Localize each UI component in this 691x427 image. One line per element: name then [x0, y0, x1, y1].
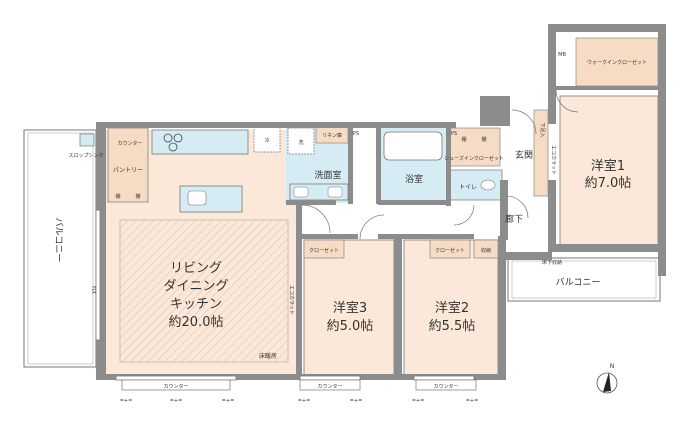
- western3-name: 洋室3: [333, 300, 367, 316]
- washer-space: [287, 127, 315, 155]
- window-mark-3: =+=: [222, 398, 235, 404]
- western3-size: 約5.0帖: [327, 319, 374, 334]
- counter-ldk: [121, 379, 231, 391]
- floor-heating-label: 床暖房: [259, 352, 277, 360]
- closet3: [303, 239, 345, 259]
- pantry-label: パントリー: [113, 167, 143, 174]
- bathtub: [383, 131, 443, 161]
- bath-label: 浴室: [405, 173, 423, 185]
- eco-carat-ldk: エコカラット: [288, 285, 294, 315]
- ldk-line1: リビング: [170, 261, 222, 276]
- counter-western3-label: カウンター: [317, 383, 342, 390]
- eco-carat-entrance: エコカラット: [550, 145, 556, 175]
- window-mark-4: =+=: [298, 398, 311, 404]
- window-mark-7: =+=: [466, 398, 479, 404]
- ldk-size: 約20.0帖: [169, 315, 224, 330]
- island-sink: [187, 190, 207, 206]
- shoe-closet-label: シューズインクローゼット: [444, 155, 504, 162]
- window-mark-6: =+=: [412, 398, 425, 404]
- counter-western2-label: カウンター: [433, 383, 458, 390]
- western1-size: 約7.0帖: [585, 176, 632, 191]
- compass-north: N: [610, 363, 615, 370]
- western3-floor: [303, 239, 395, 377]
- window-mark-1: =+=: [120, 398, 133, 404]
- compass-icon: N: [596, 363, 618, 394]
- shoe-closet: [449, 127, 501, 167]
- counter-pantry-label: カウンター: [117, 140, 142, 147]
- cooktop: [163, 133, 183, 152]
- walk-in-closet: [575, 37, 659, 87]
- ldk-line2: ダイニング: [163, 279, 228, 294]
- shoe-cabinet-1: 棚: [461, 136, 466, 143]
- ps-label-1: PS: [353, 131, 359, 137]
- counter-ldk-label: カウンター: [163, 383, 188, 390]
- doors: [301, 89, 579, 240]
- shoe-box-label: 下足入: [539, 122, 545, 137]
- western1-floor: [559, 95, 659, 247]
- western2-size: 約5.5帖: [429, 319, 476, 334]
- shoe-box: [533, 109, 549, 197]
- balcony-right-label: バルコニー: [556, 277, 601, 288]
- ldk-line3: キッチン: [170, 297, 222, 312]
- window-mark-2: =+=: [170, 398, 183, 404]
- closet3-label: クローゼット: [309, 247, 339, 254]
- counter-western2: [415, 379, 477, 391]
- balcony-left: [23, 129, 97, 368]
- fridge-label: 冷: [264, 137, 269, 144]
- closet2: [429, 239, 471, 259]
- ps-label-2: PS: [451, 131, 457, 137]
- storage-room-label: 収納: [481, 247, 491, 254]
- washer-label: 洗: [298, 139, 303, 146]
- walk-in-closet-label: ウォークインクローゼット: [587, 59, 647, 66]
- floor-heating-area: [119, 219, 289, 363]
- pantry-floor: [107, 127, 149, 203]
- slop-sink-label: スロップシンク: [68, 153, 103, 159]
- slop-sink: [79, 133, 95, 147]
- closet2-label: クローゼット: [435, 247, 465, 254]
- fix-label: FIX: [90, 286, 96, 294]
- pantry-cabinet-1: 棚: [115, 193, 120, 200]
- linen-label: リネン庫: [322, 132, 342, 139]
- toilet-label: トイレ: [459, 184, 477, 191]
- western1-name: 洋室1: [591, 158, 625, 174]
- mb-label: MB: [558, 52, 566, 58]
- counter-western3: [299, 379, 361, 391]
- balcony-left-label: バルコニー: [53, 218, 64, 263]
- balcony-right: [507, 257, 661, 302]
- corridor-label: 廊下: [505, 213, 523, 225]
- floor-storage-label: 床下収納: [542, 259, 562, 266]
- window-mark-5: =+=: [350, 398, 363, 404]
- pantry-cabinet-2: 棚: [135, 193, 140, 200]
- entrance-label: 玄関: [515, 149, 533, 161]
- fridge-space: [253, 125, 281, 153]
- western2-floor: [403, 239, 499, 377]
- shoe-cabinet-2: 棚: [481, 136, 486, 143]
- western2-name: 洋室2: [435, 300, 469, 316]
- washroom-label: 洗面室: [314, 169, 341, 181]
